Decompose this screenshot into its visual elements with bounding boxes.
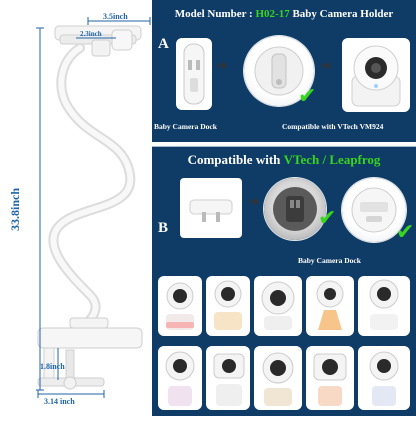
checkmark-icon: ✔ — [298, 84, 317, 109]
compatible-brands-bar: Compatible with VTech / Leapfrog — [152, 146, 416, 173]
vtech-camera-drawing — [351, 45, 401, 107]
camera-dock-image — [176, 38, 212, 110]
camera-gallery-drawing — [158, 276, 410, 410]
camera-b-back-drawing — [273, 187, 317, 231]
dock-b-drawing — [189, 199, 233, 222]
section-a-caption-dock: Baby Camera Dock — [154, 122, 217, 131]
camera-dock-drawing — [183, 43, 205, 105]
camera-gallery — [152, 270, 416, 416]
dimension-clamp-opening: 1.8inch — [40, 362, 65, 371]
camera-b-white-back-drawing — [351, 187, 397, 233]
compatible-brands: VTech / Leapfrog — [283, 152, 381, 167]
section-b-panel: B ➜ ✔ ✔ Baby Camera Dock — [152, 172, 416, 270]
model-number: H02-17 — [255, 8, 290, 20]
dimension-total-height: 33.8inch — [8, 188, 22, 232]
dock-b-image — [180, 178, 242, 238]
compatible-prefix: Compatible with — [187, 152, 284, 167]
dimension-clamp-top-width: 3.5inch — [103, 12, 128, 21]
arrow-right-icon: ➜ — [216, 58, 228, 74]
checkmark-icon: ✔ — [396, 220, 415, 245]
dimension-clip-width: 2.3inch — [80, 30, 102, 38]
model-header: Model Number : H02-17 Baby Camera Holder — [152, 0, 416, 28]
section-a-panel: A ➜ ✔ ➜ Baby Camera Dock Compatible with… — [152, 28, 416, 142]
camera-back-drawing — [254, 46, 304, 96]
model-suffix: Baby Camera Holder — [289, 8, 394, 20]
gooseneck-holder-drawing — [36, 17, 151, 398]
section-b-caption-dock: Baby Camera Dock — [298, 256, 361, 265]
dimension-base-width: 3.14 inch — [44, 397, 75, 406]
arrow-right-icon: ➜ — [320, 58, 332, 74]
vtech-camera-image — [342, 38, 410, 112]
section-a-letter: A — [158, 36, 169, 52]
checkmark-icon: ✔ — [318, 206, 337, 231]
section-b-letter: B — [158, 220, 169, 236]
arrow-right-icon: ➜ — [248, 194, 260, 210]
section-a-caption-compatible: Compatible with VTech VM924 — [282, 122, 384, 131]
divider-gap — [152, 142, 416, 146]
product-illustration: 3.5inch 2.3inch 33.8inch 1.8inch 3.14 in… — [0, 0, 152, 416]
model-prefix: Model Number : — [174, 8, 256, 20]
camera-b-back-view-image — [264, 178, 326, 240]
camera-back-view-image — [244, 36, 314, 106]
camera-b-white-back-image — [342, 178, 406, 242]
